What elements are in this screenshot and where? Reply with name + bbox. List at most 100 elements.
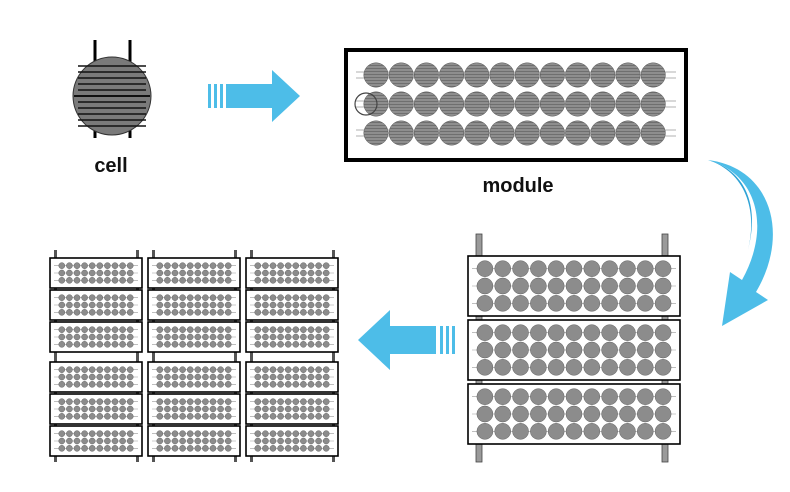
module-cell <box>619 295 636 312</box>
module-cell <box>164 309 171 316</box>
module-cell <box>194 413 202 420</box>
module-cell <box>96 301 104 309</box>
module-cell <box>66 381 73 388</box>
module-cell <box>66 294 73 301</box>
module-cell <box>111 398 119 405</box>
module-cell <box>439 120 465 146</box>
module-cell <box>590 91 616 117</box>
array-module <box>245 321 339 353</box>
module-cell <box>164 326 171 333</box>
module-cell <box>315 277 322 284</box>
module-cell <box>81 326 88 333</box>
module-cell <box>88 269 96 277</box>
module-cell <box>171 366 179 373</box>
module-cell <box>476 405 494 423</box>
module-cell <box>322 333 330 341</box>
module-cell <box>58 333 66 341</box>
module-cell <box>565 423 583 440</box>
module-cell <box>601 295 618 312</box>
module-cell <box>292 381 300 388</box>
module-cell <box>202 373 209 381</box>
module-cell <box>73 405 81 413</box>
module-cell <box>119 277 126 284</box>
module-cell <box>254 373 262 381</box>
module-cell <box>126 309 134 316</box>
module-cell <box>637 260 654 277</box>
module-cell <box>300 309 307 316</box>
module-cell <box>489 91 515 117</box>
module-cell <box>654 405 672 423</box>
module-cell <box>530 260 547 277</box>
module-cell <box>171 294 179 301</box>
module-cell <box>300 294 307 301</box>
module-cell <box>111 309 119 316</box>
module-cell <box>111 262 119 269</box>
module-cell <box>269 430 277 437</box>
module-cell <box>66 437 73 445</box>
module-cell <box>619 405 636 423</box>
module-cell <box>489 62 515 88</box>
module-cell <box>262 430 269 437</box>
module-cell <box>179 277 186 284</box>
module-cell <box>307 445 315 452</box>
module-cell <box>315 309 322 316</box>
module-cell <box>277 309 284 316</box>
module-cell <box>307 366 315 373</box>
module-cell <box>202 413 209 420</box>
module-cell <box>307 341 315 348</box>
module-cell <box>81 437 88 445</box>
module-cell <box>262 341 269 348</box>
array-panel <box>49 361 143 457</box>
module-cell <box>202 430 209 437</box>
module-cell <box>88 430 96 437</box>
module-cell <box>73 301 81 309</box>
module-cell <box>217 437 224 445</box>
module-cell <box>186 437 194 445</box>
module-cell <box>156 430 164 437</box>
module-cell <box>300 301 307 309</box>
module-cell <box>58 381 66 388</box>
module-cell <box>619 423 636 440</box>
module-cell <box>209 381 217 388</box>
module-cell <box>476 277 494 295</box>
module-cell <box>494 359 511 376</box>
module-cell <box>111 445 119 452</box>
module-cell <box>126 277 134 284</box>
module-cell <box>262 269 269 277</box>
module-cell <box>58 366 66 373</box>
module-cell <box>88 326 96 333</box>
module-cell <box>96 269 104 277</box>
module-cell <box>88 381 96 388</box>
module-cell <box>119 301 126 309</box>
module-cell <box>209 373 217 381</box>
array-post <box>136 250 139 462</box>
module-cell <box>164 413 171 420</box>
module-cell <box>156 445 164 452</box>
module-cell <box>58 294 66 301</box>
module-cell <box>494 260 511 277</box>
module-cell <box>88 437 96 445</box>
module-cell <box>73 294 81 301</box>
module-cell <box>81 445 88 452</box>
module-cell <box>388 62 414 88</box>
module-cell <box>601 388 618 405</box>
module-cell <box>81 262 88 269</box>
module-cell <box>565 388 583 405</box>
module-cell <box>111 269 119 277</box>
module-cell <box>217 373 224 381</box>
module-cell <box>547 405 565 423</box>
module-cell <box>262 413 269 420</box>
module-cell <box>262 309 269 316</box>
module-cell <box>104 269 111 277</box>
array-panel <box>245 361 339 457</box>
module-cell <box>73 333 81 341</box>
module-cell <box>156 341 164 348</box>
module-cell <box>119 405 126 413</box>
module-cell <box>262 373 269 381</box>
module-cell <box>464 91 490 117</box>
module-cell <box>269 445 277 452</box>
module-cell <box>179 262 186 269</box>
module-cell <box>171 341 179 348</box>
module-cell-highlight <box>354 92 378 116</box>
module-cell <box>284 430 292 437</box>
